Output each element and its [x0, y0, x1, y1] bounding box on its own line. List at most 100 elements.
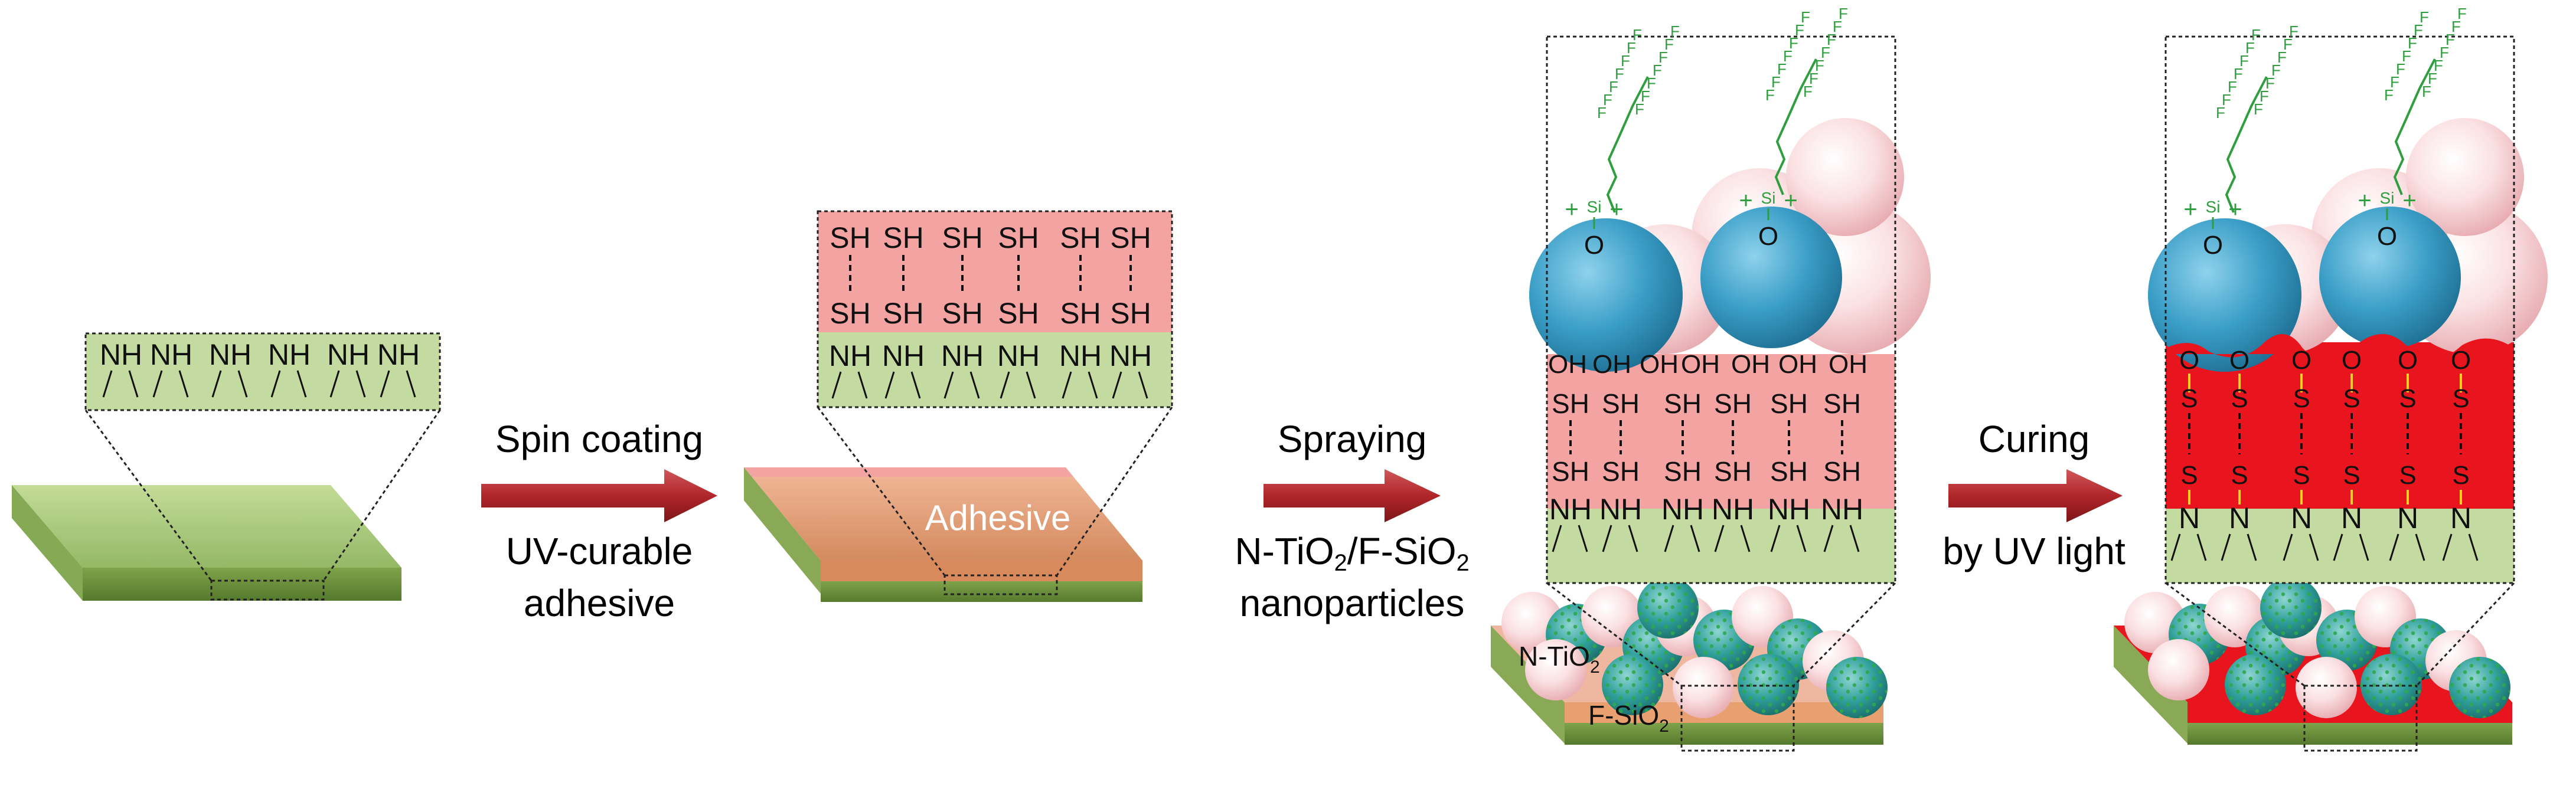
amine-group: NH: [100, 338, 142, 371]
step1-sublabel: UV-curable adhesive: [466, 525, 732, 629]
thiol-group-top: SH: [1110, 221, 1151, 254]
thiol-group-top: SH: [1664, 388, 1702, 419]
fluorine-label: F: [2234, 65, 2243, 83]
fluorine-label: F: [1827, 31, 1836, 48]
fluorine-label: F: [2251, 26, 2261, 44]
amine-group: NH: [327, 338, 370, 371]
fluorine-label: F: [1795, 21, 1804, 39]
silicon-label: Si: [1761, 189, 1776, 207]
fluorine-label: F: [2402, 47, 2411, 65]
fluorine-label: F: [1603, 91, 1612, 109]
amine-group: NH: [377, 338, 420, 371]
stage4-zoom-origin: [2303, 685, 2418, 752]
oxygen-label: O: [2203, 231, 2223, 260]
fluorine-label: F: [1783, 47, 1793, 65]
step1-line2: UV-curable: [505, 530, 693, 572]
fluorine-label: F: [1653, 61, 1662, 79]
fluorine-label: F: [1771, 73, 1781, 91]
fluorine-label: F: [1839, 5, 1848, 22]
fluorine-label: F: [1627, 39, 1636, 57]
fluorine-label: F: [1803, 83, 1813, 100]
silicon-label: Si: [2206, 198, 2221, 216]
sulfur-label: S: [2343, 461, 2360, 490]
sulfur-label: S: [2180, 461, 2198, 490]
bond-plus: +: [2228, 197, 2242, 222]
amine-group: NH: [1768, 493, 1810, 526]
amine-group: NH: [997, 339, 1040, 372]
nitrogen-group: N: [2397, 502, 2418, 535]
step3-label: Curing: [1907, 413, 2161, 465]
thiol-group-top: SH: [1552, 388, 1589, 419]
thiol-group-top: SH: [998, 221, 1039, 254]
fluorine-label: F: [1815, 57, 1824, 74]
step2-label: Spraying: [1204, 413, 1500, 465]
fluorine-label: F: [1647, 74, 1656, 92]
fluorine-label: F: [2271, 61, 2281, 79]
amine-group: NH: [1661, 493, 1704, 526]
stage1-membrane-slab: [12, 485, 401, 601]
oxygen-label: O: [2342, 346, 2362, 375]
fluorine-label: F: [2422, 83, 2431, 100]
thiol-group-bottom: SH: [1552, 456, 1589, 487]
stage3-zoom-origin: [1680, 685, 1795, 752]
fluorine-label: F: [1609, 78, 1618, 96]
thiol-group-bottom: SH: [1714, 456, 1752, 487]
sulfur-label: S: [2293, 384, 2310, 413]
bond-plus: +: [2402, 188, 2416, 214]
sulfur-label: S: [2293, 461, 2310, 490]
hydroxyl-group: OH: [1778, 350, 1817, 379]
arrow-1: [481, 469, 717, 522]
thiol-group-top: SH: [1770, 388, 1808, 419]
fluorine-label: F: [2222, 91, 2231, 109]
thiol-group-top: SH: [1060, 221, 1101, 254]
bond-plus: +: [2358, 188, 2371, 214]
sulfur-label: S: [2399, 384, 2416, 413]
oxygen-label: O: [2291, 346, 2311, 375]
sulfur-label: S: [2180, 384, 2198, 413]
step2-line2: N-TiO2/F-SiO2: [1235, 530, 1470, 577]
fluorine-label: F: [1789, 34, 1798, 52]
thiol-group-top: SH: [1714, 388, 1752, 419]
amine-group: NH: [829, 339, 871, 372]
step3-sublabel: by UV light: [1907, 525, 2161, 577]
thiol-group-bottom: SH: [942, 297, 982, 330]
stage4-particles: [2124, 577, 2510, 718]
fluorine-label: F: [2260, 87, 2269, 105]
amine-group: NH: [1599, 493, 1642, 526]
amine-group: NH: [1059, 339, 1102, 372]
adhesive-label: Adhesive: [925, 498, 1071, 538]
fluorine-label: F: [1664, 35, 1674, 53]
fluorine-label: F: [2254, 100, 2263, 118]
fluorine-label: F: [2420, 8, 2429, 26]
fluorine-label: F: [2451, 18, 2461, 35]
oxygen-label: O: [2229, 346, 2249, 375]
thiol-group-top: SH: [942, 221, 982, 254]
silicon-label: Si: [2380, 189, 2395, 207]
sulfur-label: S: [2231, 384, 2248, 413]
nitrogen-group: N: [2291, 502, 2312, 535]
fluorine-label: F: [2384, 86, 2394, 104]
step1-line3: adhesive: [523, 582, 675, 624]
stage4-zoom-box: [2148, 35, 2548, 584]
step3-line1: Curing: [1978, 418, 2090, 460]
amine-group: NH: [1549, 493, 1592, 526]
step3-line2: by UV light: [1942, 530, 2126, 572]
fluorine-label: F: [1765, 86, 1775, 104]
thiol-group-bottom: SH: [1770, 456, 1808, 487]
fluorine-label: F: [2408, 34, 2417, 52]
hydroxyl-group: OH: [1548, 350, 1587, 379]
thiol-group-bottom: SH: [1060, 297, 1101, 330]
hydroxyl-group: OH: [1731, 350, 1770, 379]
amine-group: NH: [150, 338, 192, 371]
fluorine-label: F: [2440, 44, 2449, 61]
fluorine-label: F: [1633, 26, 1642, 44]
fluorine-label: F: [1615, 65, 1624, 83]
fluorine-label: F: [2265, 74, 2275, 92]
fluorine-label: F: [2428, 70, 2437, 87]
hydroxyl-group: OH: [1681, 350, 1720, 379]
